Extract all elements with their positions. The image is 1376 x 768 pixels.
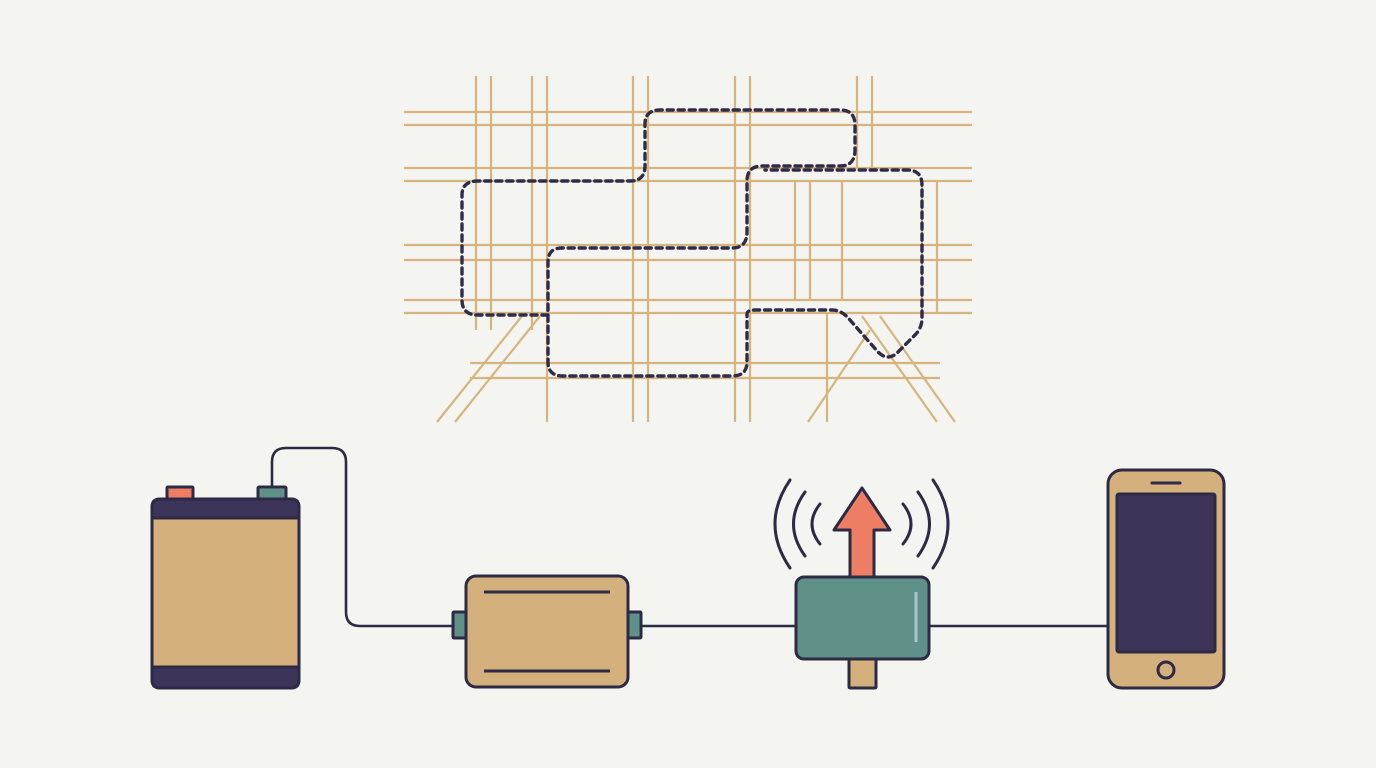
- wires: [270, 446, 1110, 628]
- gps-tracker-module-icon: [451, 574, 643, 689]
- phone-screen: [1115, 492, 1217, 654]
- transmitter-antenna-icon: [794, 575, 931, 690]
- smartphone-icon: [1106, 468, 1226, 690]
- battery-icon: [150, 485, 301, 690]
- battery-to-tracker-wire: [270, 446, 456, 628]
- phone-home-button: [1156, 660, 1176, 680]
- signal-waves-icon: [773, 478, 950, 570]
- upload-arrow-icon: [832, 486, 892, 579]
- dashed-route-icon: [460, 108, 924, 378]
